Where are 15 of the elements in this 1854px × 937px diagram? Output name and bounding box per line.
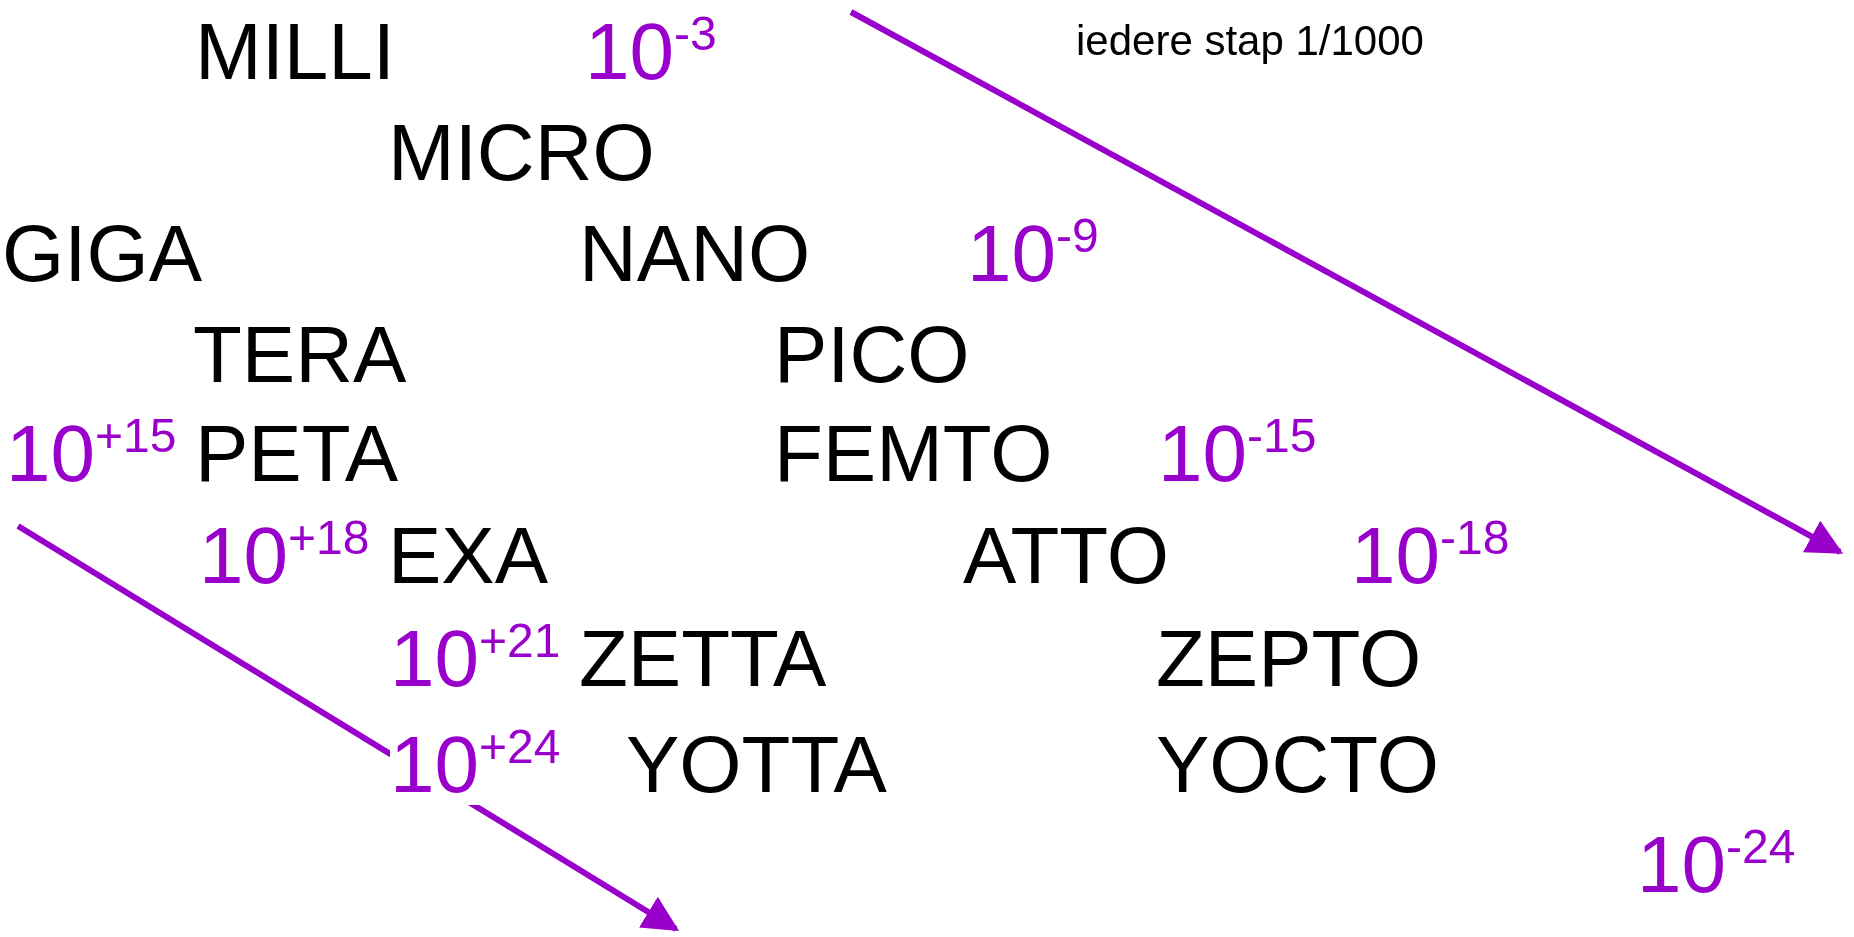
note-text: iedere stap 1/1000 — [1076, 20, 1424, 62]
prefix-name: MICRO — [388, 113, 655, 193]
prefix-name: ATTO — [963, 516, 1169, 596]
prefix-name: YOTTA — [626, 725, 887, 805]
prefix-name: ZETTA — [579, 619, 827, 699]
prefix-name: PETA — [195, 414, 398, 494]
prefix-name: MILLI — [195, 12, 396, 92]
prefix-name: YOCTO — [1156, 725, 1439, 805]
prefix-name: FEMTO — [774, 414, 1053, 494]
prefix-name: ZEPTO — [1156, 619, 1422, 699]
prefix-name: PICO — [774, 315, 970, 395]
prefix-name: TERA — [193, 315, 407, 395]
prefix-name: GIGA — [2, 214, 203, 294]
prefix-name: EXA — [388, 516, 549, 596]
prefix-name: NANO — [579, 214, 811, 294]
